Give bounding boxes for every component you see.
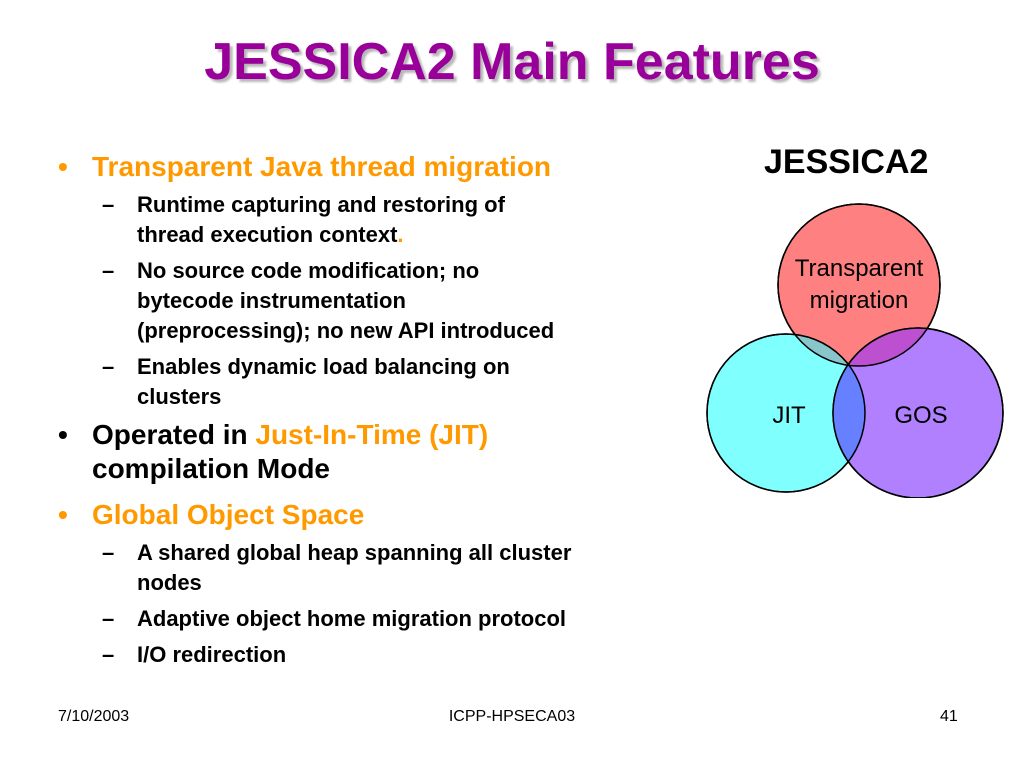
bullet-global-object-space: • Global Object Space bbox=[58, 498, 718, 532]
label-gos: GOS bbox=[894, 402, 947, 429]
subbullet-period: . bbox=[397, 222, 404, 247]
bullet-text: Global Object Space bbox=[92, 499, 365, 530]
label-jit: JIT bbox=[772, 402, 806, 429]
bullet-dot: • bbox=[58, 151, 68, 182]
subbullet-runtime-capturing: – Runtime capturing and restoring of thr… bbox=[58, 190, 697, 250]
bullet-text-prefix: Operated in bbox=[92, 419, 256, 450]
label-transparent-line1: Transparent bbox=[795, 255, 924, 282]
footer-center: ICPP-HPSECA03 bbox=[448, 708, 576, 725]
bullet-list: • Transparent Java thread migration – Ru… bbox=[58, 150, 718, 676]
footer-date: 7/10/2003 bbox=[58, 708, 130, 725]
subbullet-load-balancing: – Enables dynamic load balancing on clus… bbox=[58, 352, 697, 412]
subbullet-text-line3: (preprocessing); no new API introduced bbox=[137, 318, 555, 343]
subbullet-dash: – bbox=[102, 192, 115, 217]
slide-title: JESSICA2 Main Features bbox=[204, 33, 820, 91]
bullet-text-line2: compilation Mode bbox=[92, 453, 330, 484]
label-transparent-line2: migration bbox=[810, 287, 909, 314]
subbullet-text-line2: thread execution context bbox=[137, 222, 398, 247]
bullet-text: Transparent Java thread migration bbox=[92, 151, 552, 182]
footer-page-number: 41 bbox=[940, 708, 958, 725]
bullet-text-highlight: Just-In-Time (JIT) bbox=[255, 419, 489, 450]
subbullet-text-line2: bytecode instrumentation bbox=[137, 288, 406, 313]
diagram-title: JESSICA2 bbox=[764, 143, 929, 181]
subbullet-text-line2: nodes bbox=[137, 570, 202, 595]
bullet-jit-mode: • Operated in Just-In-Time (JIT) compila… bbox=[58, 418, 718, 486]
subbullet-no-source-modification: – No source code modification; no byteco… bbox=[58, 256, 697, 346]
subbullet-text-line1: Enables dynamic load balancing on bbox=[137, 354, 510, 379]
subbullet-home-migration: – Adaptive object home migration protoco… bbox=[58, 604, 697, 634]
bullet-dot: • bbox=[58, 499, 68, 530]
subbullet-text: I/O redirection bbox=[137, 642, 287, 667]
bullet-dot: • bbox=[58, 419, 68, 450]
subbullet-text-line2: clusters bbox=[137, 384, 222, 409]
subbullet-text: Adaptive object home migration protocol bbox=[137, 606, 567, 631]
venn-diagram: Transparent migration JIT GOS bbox=[706, 203, 1004, 498]
subbullet-text-line1: A shared global heap spanning all cluste… bbox=[137, 540, 572, 565]
subbullet-dash: – bbox=[102, 642, 115, 667]
subbullet-dash: – bbox=[102, 258, 115, 283]
subbullet-text-line1: No source code modification; no bbox=[137, 258, 480, 283]
bullet-transparent-migration: • Transparent Java thread migration bbox=[58, 150, 718, 184]
subbullet-dash: – bbox=[102, 540, 115, 565]
subbullet-io-redirection: – I/O redirection bbox=[58, 640, 697, 670]
subbullet-shared-heap: – A shared global heap spanning all clus… bbox=[58, 538, 697, 598]
subbullet-dash: – bbox=[102, 354, 115, 379]
subbullet-dash: – bbox=[102, 606, 115, 631]
subbullet-text-line1: Runtime capturing and restoring of bbox=[137, 192, 505, 217]
